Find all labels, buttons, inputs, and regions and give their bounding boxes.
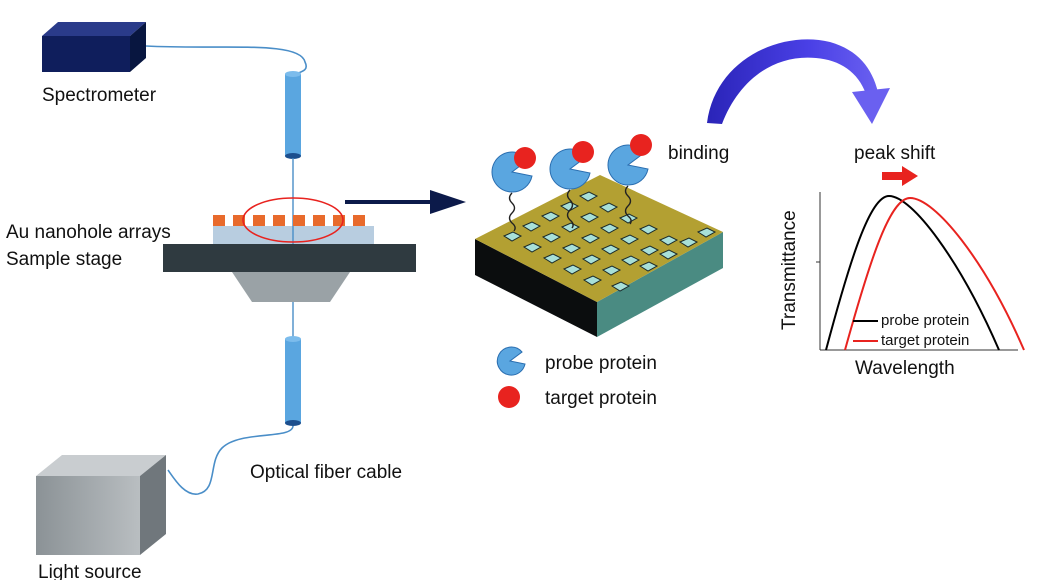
spectrometer-label: Spectrometer (42, 85, 157, 106)
fiber-connector-bottom (285, 336, 301, 426)
fiber-cable-bottom (167, 425, 294, 495)
au-nanohole-arrays-label: Au nanohole arrays (6, 222, 171, 243)
peak-shift-label: peak shift (854, 143, 936, 164)
fiber-connector-top (285, 71, 301, 159)
probe-target-complex-3 (607, 134, 652, 186)
probe-target-complex-2 (549, 141, 594, 190)
plot-y-label: Transmittance (779, 210, 800, 330)
optical-fiber-label: Optical fiber cable (250, 462, 403, 483)
curved-arrow-icon (707, 39, 890, 124)
sample-stage-label: Sample stage (6, 249, 123, 270)
spectrum-plot (816, 192, 1025, 351)
highlight-ellipse (242, 197, 344, 243)
probe-target-complex-1 (491, 147, 536, 193)
target-protein-legend-label: target protein (545, 388, 657, 409)
spectrometer-icon (42, 22, 146, 72)
sample-stage-bar (163, 244, 416, 272)
light-source-icon (36, 455, 166, 555)
linker-icons (508, 185, 632, 232)
probe-protein-curve (825, 194, 1000, 351)
target-protein-icon (498, 386, 520, 408)
probe-protein-legend-label: probe protein (545, 353, 657, 374)
shift-arrow-icon (882, 166, 918, 186)
binding-label: binding (668, 143, 730, 164)
nanohole-grid (502, 191, 717, 292)
sample-stage-base (232, 272, 350, 302)
plot-legend-probe: probe protein (881, 312, 970, 329)
light-source-label: Light source (38, 562, 142, 580)
plot-legend-target: target protein (881, 332, 970, 349)
plot-x-label: Wavelength (855, 358, 955, 379)
fiber-cable-top (145, 45, 307, 76)
sensor-chip-icon (475, 175, 723, 337)
dark-arrow-icon (345, 190, 466, 214)
target-protein-curve (844, 196, 1025, 351)
probe-protein-icon (496, 346, 526, 376)
